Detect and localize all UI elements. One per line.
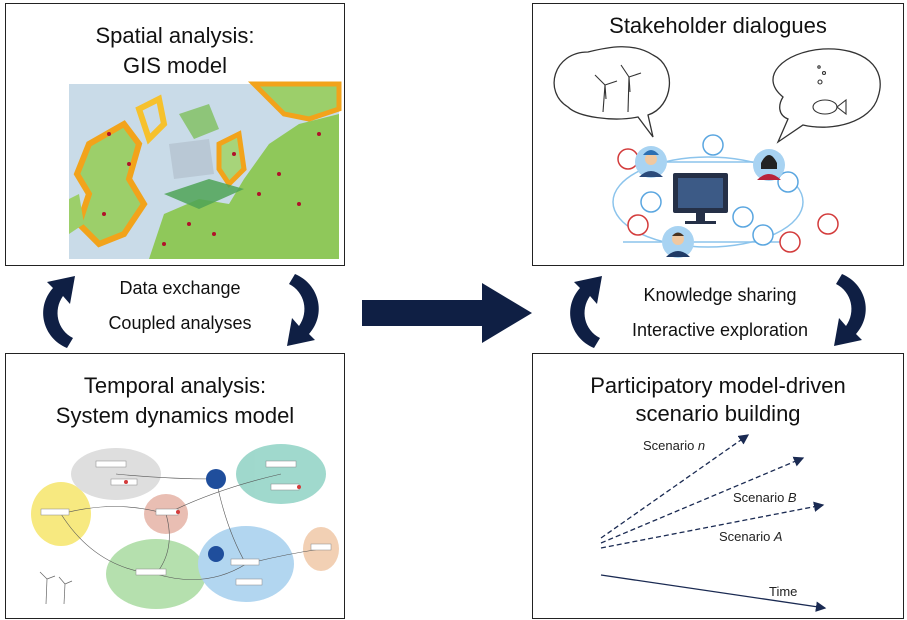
time-axis bbox=[600, 574, 827, 612]
system-dynamics-diagram bbox=[31, 444, 339, 609]
right-cycle-arrow-up-icon bbox=[570, 276, 602, 348]
map-site-markers bbox=[102, 132, 321, 246]
stakeholder-dialogues-panel: Stakeholder dialogues bbox=[532, 3, 904, 266]
network-nodes bbox=[617, 134, 839, 253]
sd-wind-turbine-sketch bbox=[39, 571, 73, 605]
right-cycle-arrow-down-icon bbox=[834, 274, 866, 346]
temporal-title-line2: System dynamics model bbox=[55, 403, 295, 428]
avatar-engineer-icon bbox=[635, 146, 667, 178]
speech-bubble-fish-icon bbox=[772, 48, 881, 144]
scenario-b-line bbox=[600, 456, 805, 544]
left-cycle-arrow-up-icon bbox=[43, 276, 75, 348]
temporal-analysis-panel: Temporal analysis: System dynamics model bbox=[5, 353, 345, 619]
computer-monitor-icon bbox=[673, 173, 728, 224]
scenario-b-label: Scenario B bbox=[733, 490, 797, 505]
map-land-uk bbox=[73, 120, 148, 248]
time-axis-label: Time bbox=[769, 584, 797, 599]
participatory-title-line2: scenario building bbox=[635, 401, 801, 426]
map-zone-yellow bbox=[135, 94, 168, 145]
knowledge-sharing-label: Knowledge sharing bbox=[643, 285, 797, 305]
spatial-title-line2: GIS model bbox=[123, 53, 227, 78]
coupled-analyses-label: Coupled analyses bbox=[108, 313, 252, 333]
avatar-woman-icon bbox=[753, 149, 785, 181]
sd-red-markers bbox=[124, 480, 301, 514]
map-zone-green bbox=[164, 179, 244, 209]
map-zone-grey bbox=[169, 139, 214, 179]
scenario-diagram: Scenario n Scenario B Scenario A Time bbox=[600, 434, 827, 612]
wind-turbine-icon bbox=[594, 64, 642, 113]
gis-map bbox=[69, 81, 342, 259]
spatial-title-line1: Spatial analysis: bbox=[95, 23, 255, 48]
participatory-title-line1: Participatory model-driven bbox=[590, 373, 846, 398]
map-land-scandinavia bbox=[247, 81, 342, 122]
right-cycle-arrows bbox=[570, 274, 866, 348]
map-land-continent bbox=[149, 114, 339, 259]
scenario-n-line bbox=[600, 434, 750, 539]
map-land-ireland bbox=[69, 194, 84, 234]
stakeholder-title: Stakeholder dialogues bbox=[609, 13, 827, 38]
scenario-a-label: Scenario A bbox=[719, 529, 783, 544]
scenario-a-line bbox=[600, 501, 825, 549]
participatory-scenario-panel: Participatory model-driven scenario buil… bbox=[532, 353, 904, 619]
stakeholder-network bbox=[553, 46, 881, 258]
interactive-exploration-label: Interactive exploration bbox=[631, 320, 809, 340]
left-cycle-arrow-down-icon bbox=[287, 274, 319, 346]
left-cycle-arrows bbox=[43, 274, 319, 348]
spatial-analysis-panel: Spatial analysis: GIS model bbox=[5, 3, 345, 266]
center-arrow-icon bbox=[362, 283, 532, 343]
map-zone-green-2 bbox=[179, 104, 219, 139]
temporal-title-line1: Temporal analysis: bbox=[83, 373, 267, 398]
avatar-man-icon bbox=[662, 226, 694, 258]
sd-variable-boxes bbox=[40, 460, 332, 586]
sd-clusters bbox=[31, 444, 339, 609]
data-exchange-label: Data exchange bbox=[119, 278, 241, 298]
fish-icon bbox=[812, 65, 847, 116]
speech-bubble-wind-icon bbox=[553, 46, 670, 138]
map-denmark bbox=[216, 130, 247, 188]
scenario-n-label: Scenario n bbox=[643, 438, 705, 453]
sd-hub-nodes bbox=[206, 469, 226, 562]
